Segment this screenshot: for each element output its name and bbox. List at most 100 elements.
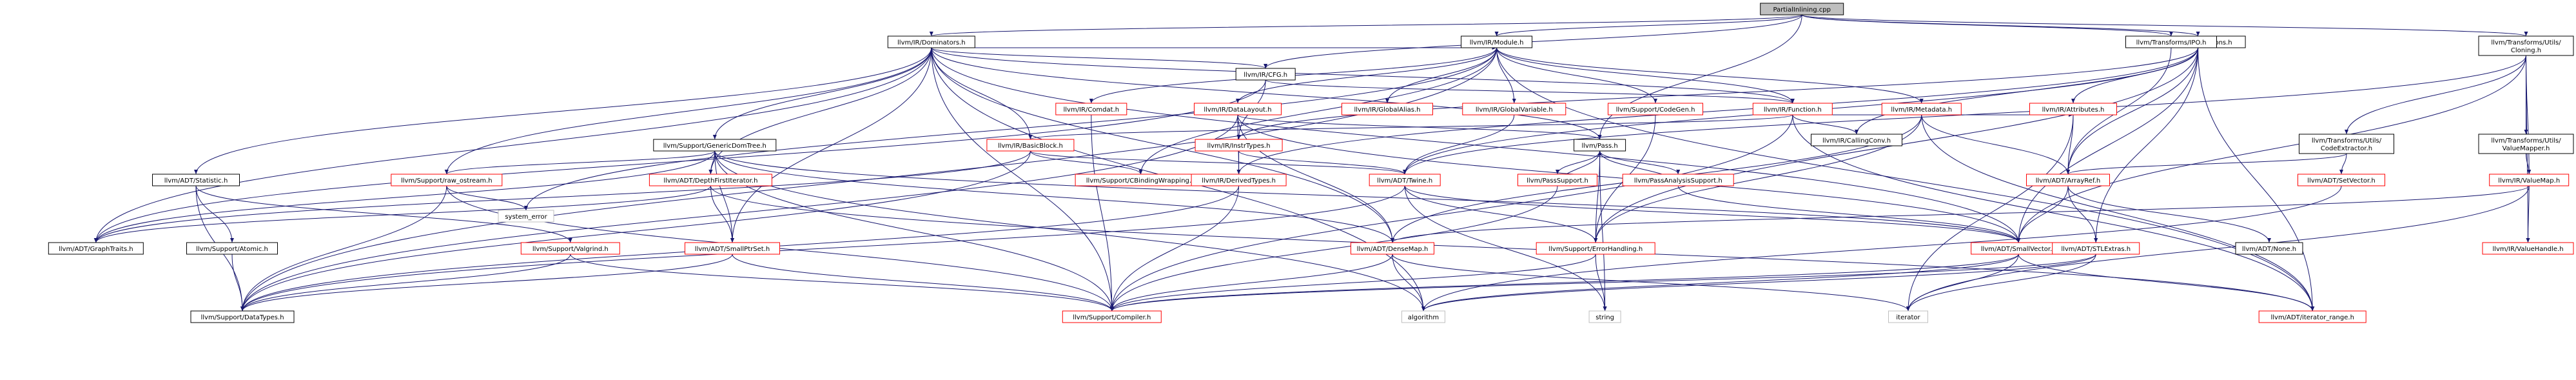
node-box: [1351, 242, 1434, 255]
node-box: [1191, 174, 1287, 186]
node-dominators[interactable]: llvm/IR/Dominators.h: [887, 35, 975, 48]
node-box: [1536, 242, 1655, 255]
edge-basicblock-to-graphtraits: [93, 150, 1031, 243]
node-comdat[interactable]: llvm/IR/Comdat.h: [1055, 103, 1127, 115]
edge-dominators-to-genericdomtree: [712, 47, 932, 140]
edge-twine-to-smallvector: [1404, 185, 2021, 243]
node-iteratorrange[interactable]: llvm/ADT/iterator_range.h: [2258, 310, 2366, 323]
edge-dominators-to-statistic: [194, 47, 932, 175]
node-passsupport[interactable]: llvm/PassSupport.h: [1517, 174, 1597, 186]
node-valgrind[interactable]: llvm/Support/Valgrind.h: [520, 242, 620, 255]
edge-smallptrset-to-datatypes: [240, 254, 733, 312]
node-box: [2478, 35, 2574, 56]
node-box: [1194, 103, 1282, 115]
edge-valuemap-to-valuehandle: [2526, 185, 2530, 243]
node-label: llvm/Support/CodeGen.h: [1616, 106, 1695, 114]
node-box: [186, 242, 278, 255]
node-globalalias[interactable]: llvm/IR/GlobalAlias.h: [1342, 103, 1433, 115]
node-graphtraits[interactable]: llvm/ADT/GraphTraits.h: [48, 242, 144, 255]
node-box: [1235, 68, 1296, 81]
node-box: [1622, 174, 1734, 186]
node-stlextras[interactable]: llvm/ADT/STLExtras.h: [2052, 242, 2140, 255]
edge-atomic-to-datatypes: [231, 254, 244, 312]
node-arrayref[interactable]: llvm/ADT/ArrayRef.h: [2026, 174, 2110, 186]
node-box: [1401, 310, 1445, 323]
node-codeextractor[interactable]: llvm/Transforms/Utils/CodeExtractor.h: [2299, 134, 2394, 154]
node-label: llvm/ADT/DepthFirstIterator.h: [663, 177, 757, 185]
edge-arrayref-to-smallvector: [2016, 185, 2069, 243]
node-codegen[interactable]: llvm/Support/CodeGen.h: [1608, 103, 1703, 115]
node-twine[interactable]: llvm/ADT/Twine.h: [1369, 174, 1441, 186]
edge-dominators-to-compiler: [931, 47, 1114, 312]
edge-instructions-to-arrayref: [2066, 47, 2199, 175]
node-genericdomtree[interactable]: llvm/Support/GenericDomTree.h: [653, 139, 777, 152]
node-label: llvm/Support/Atomic.h: [196, 246, 268, 253]
node-setvector[interactable]: llvm/ADT/SetVector.h: [2298, 174, 2385, 186]
node-valuehandle[interactable]: llvm/IR/ValueHandle.h: [2482, 242, 2574, 255]
node-box: [1811, 134, 1902, 146]
node-box: [2052, 242, 2140, 255]
node-cbinding[interactable]: llvm/Support/CBindingWrapping.h: [1075, 174, 1207, 186]
node-label: llvm/Support/Compiler.h: [1073, 314, 1151, 321]
edge-dominators-to-densemap: [931, 47, 1394, 243]
node-string: string: [1588, 310, 1621, 323]
edge-depthfirst-to-iteratorrange: [710, 185, 2315, 312]
edge-cloning-to-smallvector: [2016, 55, 2526, 243]
node-passanalysis[interactable]: llvm/PassAnalysisSupport.h: [1622, 174, 1734, 186]
node-box: [1588, 310, 1621, 323]
node-datatypes[interactable]: llvm/Support/DataTypes.h: [190, 310, 295, 323]
node-globalvariable[interactable]: llvm/IR/GlobalVariable.h: [1462, 103, 1566, 115]
edge-metadata-to-iteratorrange: [1921, 114, 2315, 312]
node-box: [152, 174, 240, 186]
edge-codeextractor-to-setvector: [2339, 153, 2347, 175]
node-densemap[interactable]: llvm/ADT/DenseMap.h: [1351, 242, 1434, 255]
node-rawostream[interactable]: llvm/Support/raw_ostream.h: [391, 174, 503, 186]
node-valuemapper[interactable]: llvm/Transforms/Utils/ValueMapper.h: [2478, 134, 2574, 154]
node-label: llvm/IR/ValueMap.h: [2498, 177, 2560, 185]
node-datalayout[interactable]: llvm/IR/DataLayout.h: [1194, 103, 1282, 115]
edge-cfg-to-graphtraits: [93, 79, 1266, 243]
node-box: [520, 242, 620, 255]
node-smallvector[interactable]: llvm/ADT/SmallVector.h: [1971, 242, 2067, 255]
node-errorhandling[interactable]: llvm/Support/ErrorHandling.h: [1536, 242, 1655, 255]
edge-depthfirst-to-smallptrset: [710, 185, 734, 243]
node-box: [1062, 310, 1162, 323]
node-module[interactable]: llvm/IR/Module.h: [1461, 35, 1533, 48]
edge-pass-to-string: [1599, 150, 1607, 312]
node-pass[interactable]: llvm/Pass.h: [1574, 139, 1626, 152]
node-callingconv[interactable]: llvm/IR/CallingConv.h: [1811, 134, 1902, 146]
node-cfg[interactable]: llvm/IR/CFG.h: [1235, 68, 1296, 81]
node-label: PartialInlining.cpp: [1773, 6, 1830, 14]
node-cloning[interactable]: llvm/Transforms/Utils/Cloning.h: [2478, 35, 2574, 56]
node-statistic[interactable]: llvm/ADT/Statistic.h: [152, 174, 240, 186]
node-smallptrset[interactable]: llvm/ADT/SmallPtrSet.h: [685, 242, 780, 255]
node-box: [1055, 103, 1127, 115]
node-valuemap[interactable]: llvm/IR/ValueMap.h: [2489, 174, 2570, 186]
node-box: [1462, 103, 1566, 115]
edge-dominators-to-graphtraits: [93, 47, 932, 243]
edge-function-to-basicblock: [1028, 114, 1793, 140]
edges-layer: [93, 14, 2532, 312]
edge-rawostream-to-datatypes: [240, 185, 447, 312]
node-function[interactable]: llvm/IR/Function.h: [1752, 103, 1833, 115]
edge-module-to-systemerror: [524, 47, 1498, 211]
node-attributes[interactable]: llvm/IR/Attributes.h: [2029, 103, 2117, 115]
edge-module-to-datalayout: [1236, 47, 1498, 104]
edge-function-to-iteratorrange: [1792, 114, 2315, 312]
node-derivedtypes[interactable]: llvm/IR/DerivedTypes.h: [1191, 174, 1287, 186]
edge-genericdomtree-to-depthfirst: [708, 150, 716, 175]
node-box: [1461, 35, 1533, 48]
node-instrtypes[interactable]: llvm/IR/InstrTypes.h: [1195, 139, 1283, 152]
node-basicblock[interactable]: llvm/IR/BasicBlock.h: [986, 139, 1075, 152]
node-compiler[interactable]: llvm/Support/Compiler.h: [1062, 310, 1162, 323]
node-label: llvm/ADT/STLExtras.h: [2061, 246, 2131, 253]
node-metadata[interactable]: llvm/IR/Metadata.h: [1881, 103, 1962, 115]
edge-statistic-to-atomic: [195, 185, 234, 243]
node-none[interactable]: llvm/ADT/None.h: [2235, 242, 2303, 255]
edge-smallptrset-to-compiler: [732, 254, 1114, 312]
edge-instructions-to-instrtypes: [1236, 47, 2199, 140]
node-ipo[interactable]: llvm/Transforms/IPO.h: [2125, 35, 2217, 48]
node-depthfirst[interactable]: llvm/ADT/DepthFirstIterator.h: [649, 174, 772, 186]
node-label: llvm/ADT/SetVector.h: [2307, 177, 2376, 185]
node-atomic[interactable]: llvm/Support/Atomic.h: [186, 242, 278, 255]
